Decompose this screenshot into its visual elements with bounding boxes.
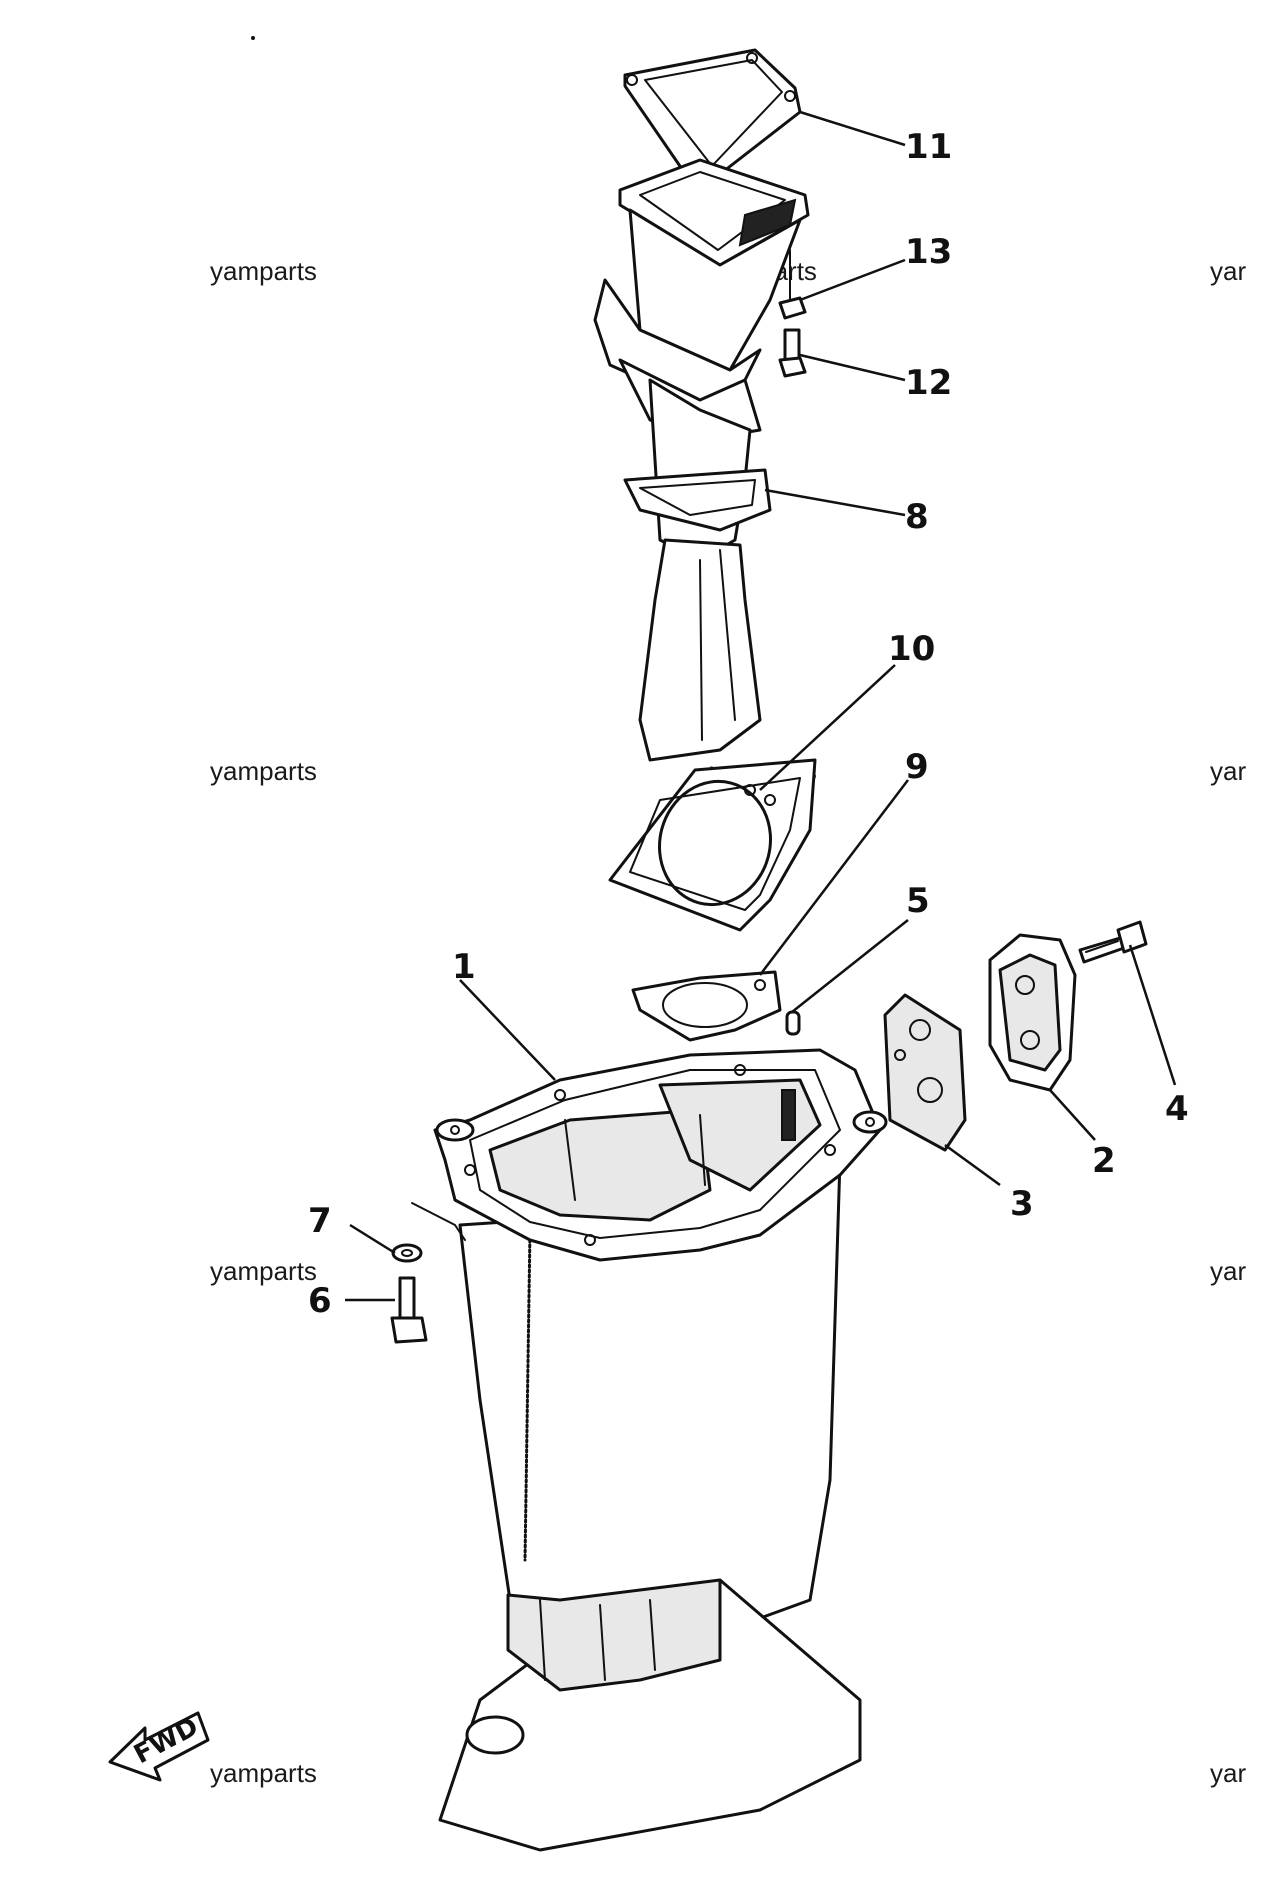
callout-13: 13 bbox=[905, 232, 952, 272]
leader-lines bbox=[345, 110, 1177, 1302]
watermark-text: yamparts bbox=[210, 1758, 317, 1788]
part-1-upper-casing bbox=[411, 1048, 888, 1852]
part-5-dowel bbox=[785, 1010, 801, 1036]
speck bbox=[251, 36, 255, 40]
callout-11: 11 bbox=[905, 127, 952, 167]
callout-6: 6 bbox=[308, 1281, 332, 1321]
watermark-text-partial: yar bbox=[1210, 1758, 1246, 1788]
part-4-bolt bbox=[1078, 920, 1148, 964]
part-12-13-bolt-washer bbox=[778, 249, 807, 378]
callout-12: 12 bbox=[905, 363, 952, 403]
callout-labels: 1 2 3 4 5 6 7 8 9 10 11 12 13 bbox=[308, 127, 1189, 1321]
callout-8: 8 bbox=[905, 497, 929, 537]
callout-4: 4 bbox=[1165, 1089, 1189, 1129]
watermark-text: yamparts bbox=[210, 756, 317, 786]
watermark-text: yamparts bbox=[210, 1256, 317, 1286]
exhaust-guide bbox=[593, 158, 810, 762]
callout-7: 7 bbox=[308, 1201, 332, 1241]
callout-10: 10 bbox=[888, 629, 935, 669]
callout-5: 5 bbox=[906, 881, 930, 921]
fwd-arrow-icon: FWD bbox=[108, 1711, 210, 1782]
callout-9: 9 bbox=[905, 747, 929, 787]
part-2-cover bbox=[988, 933, 1077, 1092]
callout-1: 1 bbox=[452, 947, 476, 987]
part-3-gasket bbox=[883, 993, 967, 1152]
part-9-gasket bbox=[631, 970, 782, 1042]
callout-3: 3 bbox=[1010, 1184, 1034, 1224]
watermark-text: yamparts bbox=[210, 256, 317, 286]
part-10-plate bbox=[608, 758, 817, 932]
part-11-gasket bbox=[623, 48, 802, 190]
callout-2: 2 bbox=[1092, 1141, 1116, 1181]
part-6-7-bolt-washer bbox=[390, 1243, 428, 1344]
watermark-text-partial: yar bbox=[1210, 256, 1246, 286]
watermark-text-partial: yar bbox=[1210, 1256, 1246, 1286]
watermark-text-partial: yar bbox=[1210, 756, 1246, 786]
